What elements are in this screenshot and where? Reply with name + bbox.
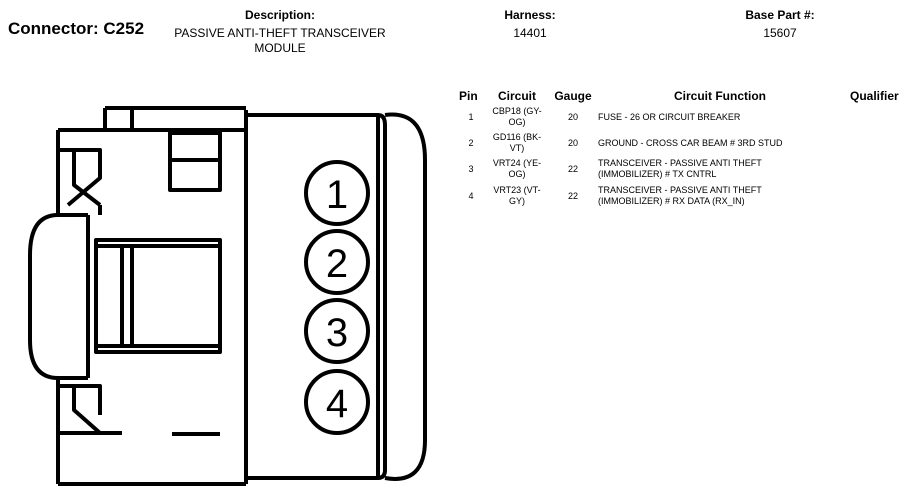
row-3-function-line-1: TRANSCEIVER - PASSIVE ANTI THEFT (598, 158, 762, 168)
row-2-pin: 2 (468, 138, 474, 148)
row-2-circuit-line-2: VT) (509, 143, 525, 153)
col-header-function: Circuit Function (674, 89, 766, 103)
row-3-function-line-2: (IMMOBILIZER) # TX CNTRL (598, 169, 717, 179)
row-4-circuit: VRT23 (VT- GY) (483, 185, 551, 207)
pin-4-cavity (304, 369, 370, 435)
row-3-circuit-line-1: VRT24 (YE- (492, 158, 542, 168)
description-line-1: PASSIVE ANTI-THEFT TRANSCEIVER (174, 26, 386, 40)
pin-4-label: 4 (326, 382, 348, 426)
row-1-circuit-line-1: CBP18 (GY- (492, 106, 542, 116)
pin-1-label: 1 (326, 173, 348, 217)
pin-3-label: 3 (326, 311, 348, 355)
row-1-pin: 1 (468, 112, 474, 122)
col-header-circuit: Circuit (497, 89, 536, 103)
connector-title: Connector: C252 (8, 19, 144, 39)
row-3-pin: 3 (468, 164, 474, 174)
pin-cavities (304, 160, 370, 435)
connector-label: Connector: (8, 19, 99, 38)
row-4-function-line-1: TRANSCEIVER - PASSIVE ANTI THEFT (598, 185, 762, 195)
row-4-function-line-2: (IMMOBILIZER) # RX DATA (RX_IN) (598, 196, 745, 206)
col-header-qualifier: Qualifier (850, 89, 899, 103)
row-3-circuit-line-2: OG) (508, 169, 526, 179)
base-part-header: Base Part #: (745, 8, 815, 22)
row-2-circuit: GD116 (BK- VT) (483, 132, 551, 154)
row-4-function: TRANSCEIVER - PASSIVE ANTI THEFT (IMMOBI… (598, 185, 818, 207)
row-4-pin: 4 (468, 191, 474, 201)
pin-2-label: 2 (326, 242, 348, 286)
pin-1-cavity (304, 160, 370, 226)
row-1-circuit-line-2: OG) (508, 117, 526, 127)
row-1-function: FUSE - 26 OR CIRCUIT BREAKER (598, 112, 818, 123)
row-1-circuit: CBP18 (GY- OG) (483, 106, 551, 128)
connector-id: C252 (103, 19, 145, 38)
connector-body (28, 106, 427, 486)
description-value: PASSIVE ANTI-THEFT TRANSCEIVER MODULE (150, 26, 410, 56)
description-line-2: MODULE (254, 41, 306, 55)
harness-header: Harness: (504, 8, 556, 22)
row-1-gauge: 20 (567, 112, 578, 122)
row-2-function: GROUND - CROSS CAR BEAM # 3RD STUD (598, 138, 818, 149)
row-4-gauge: 22 (567, 191, 578, 201)
row-3-function: TRANSCEIVER - PASSIVE ANTI THEFT (IMMOBI… (598, 158, 818, 180)
col-header-gauge: Gauge (554, 89, 592, 103)
row-4-circuit-line-1: VRT23 (VT- (493, 185, 541, 195)
base-part-value: 15607 (763, 26, 797, 40)
harness-value: 14401 (513, 26, 547, 40)
row-1-function-line-1: FUSE - 26 OR CIRCUIT BREAKER (598, 112, 741, 122)
col-header-pin: Pin (459, 89, 478, 103)
row-2-gauge: 20 (567, 138, 578, 148)
description-header: Description: (244, 8, 315, 22)
row-2-function-line-1: GROUND - CROSS CAR BEAM # 3RD STUD (598, 138, 783, 148)
row-2-circuit-line-1: GD116 (BK- (492, 132, 542, 142)
row-3-circuit: VRT24 (YE- OG) (483, 158, 551, 180)
row-3-gauge: 22 (567, 164, 578, 174)
pin-3-cavity (304, 298, 370, 364)
row-4-circuit-line-2: GY) (508, 196, 525, 206)
pin-2-cavity (304, 229, 370, 295)
